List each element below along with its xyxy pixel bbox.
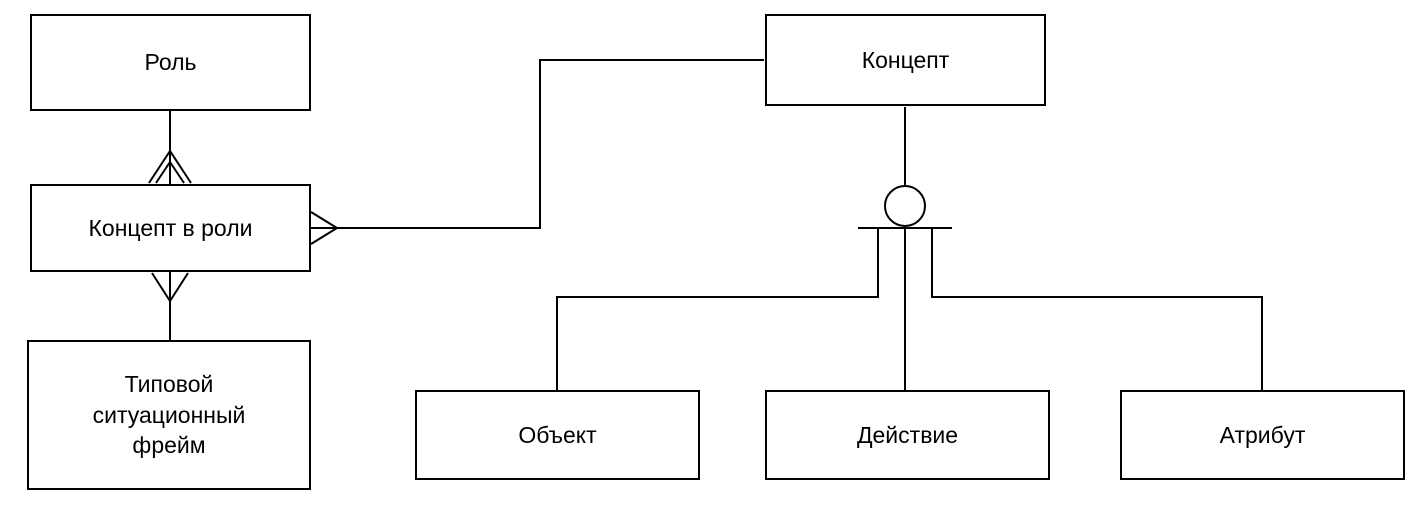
node-concept-label: Концепт	[861, 46, 950, 73]
node-object: Объект	[415, 390, 700, 480]
node-concept-in-role-label: Концепт в роли	[88, 214, 253, 241]
crow-foot-many-icon	[310, 211, 339, 245]
node-role-label: Роль	[144, 49, 197, 76]
node-typical-situational-frame-label: Типовой ситуационный фрейм	[92, 371, 246, 459]
edge-role-to-concept-in-role	[148, 111, 192, 184]
node-attribute: Атрибут	[1120, 390, 1405, 480]
node-role: Роль	[30, 14, 311, 111]
edge-category-to-object	[556, 228, 879, 390]
node-attribute-label: Атрибут	[1219, 421, 1306, 448]
edge-concept-in-role-to-concept	[310, 59, 764, 245]
chevron-many-outer-icon	[148, 149, 192, 184]
edge-concept-to-category	[858, 107, 952, 229]
node-object-label: Объект	[518, 421, 597, 448]
chevron-many-icon	[151, 272, 189, 303]
edge-concept-in-role-to-frame	[151, 272, 189, 340]
node-typical-situational-frame: Типовой ситуационный фрейм	[27, 340, 311, 490]
node-action: Действие	[765, 390, 1050, 480]
node-concept: Концепт	[765, 14, 1046, 106]
category-circle-icon	[884, 185, 926, 227]
node-concept-in-role: Концепт в роли	[30, 184, 311, 272]
chevron-many-inner-icon	[155, 160, 185, 184]
edge-category-to-attribute	[931, 228, 1263, 390]
node-action-label: Действие	[856, 421, 959, 448]
